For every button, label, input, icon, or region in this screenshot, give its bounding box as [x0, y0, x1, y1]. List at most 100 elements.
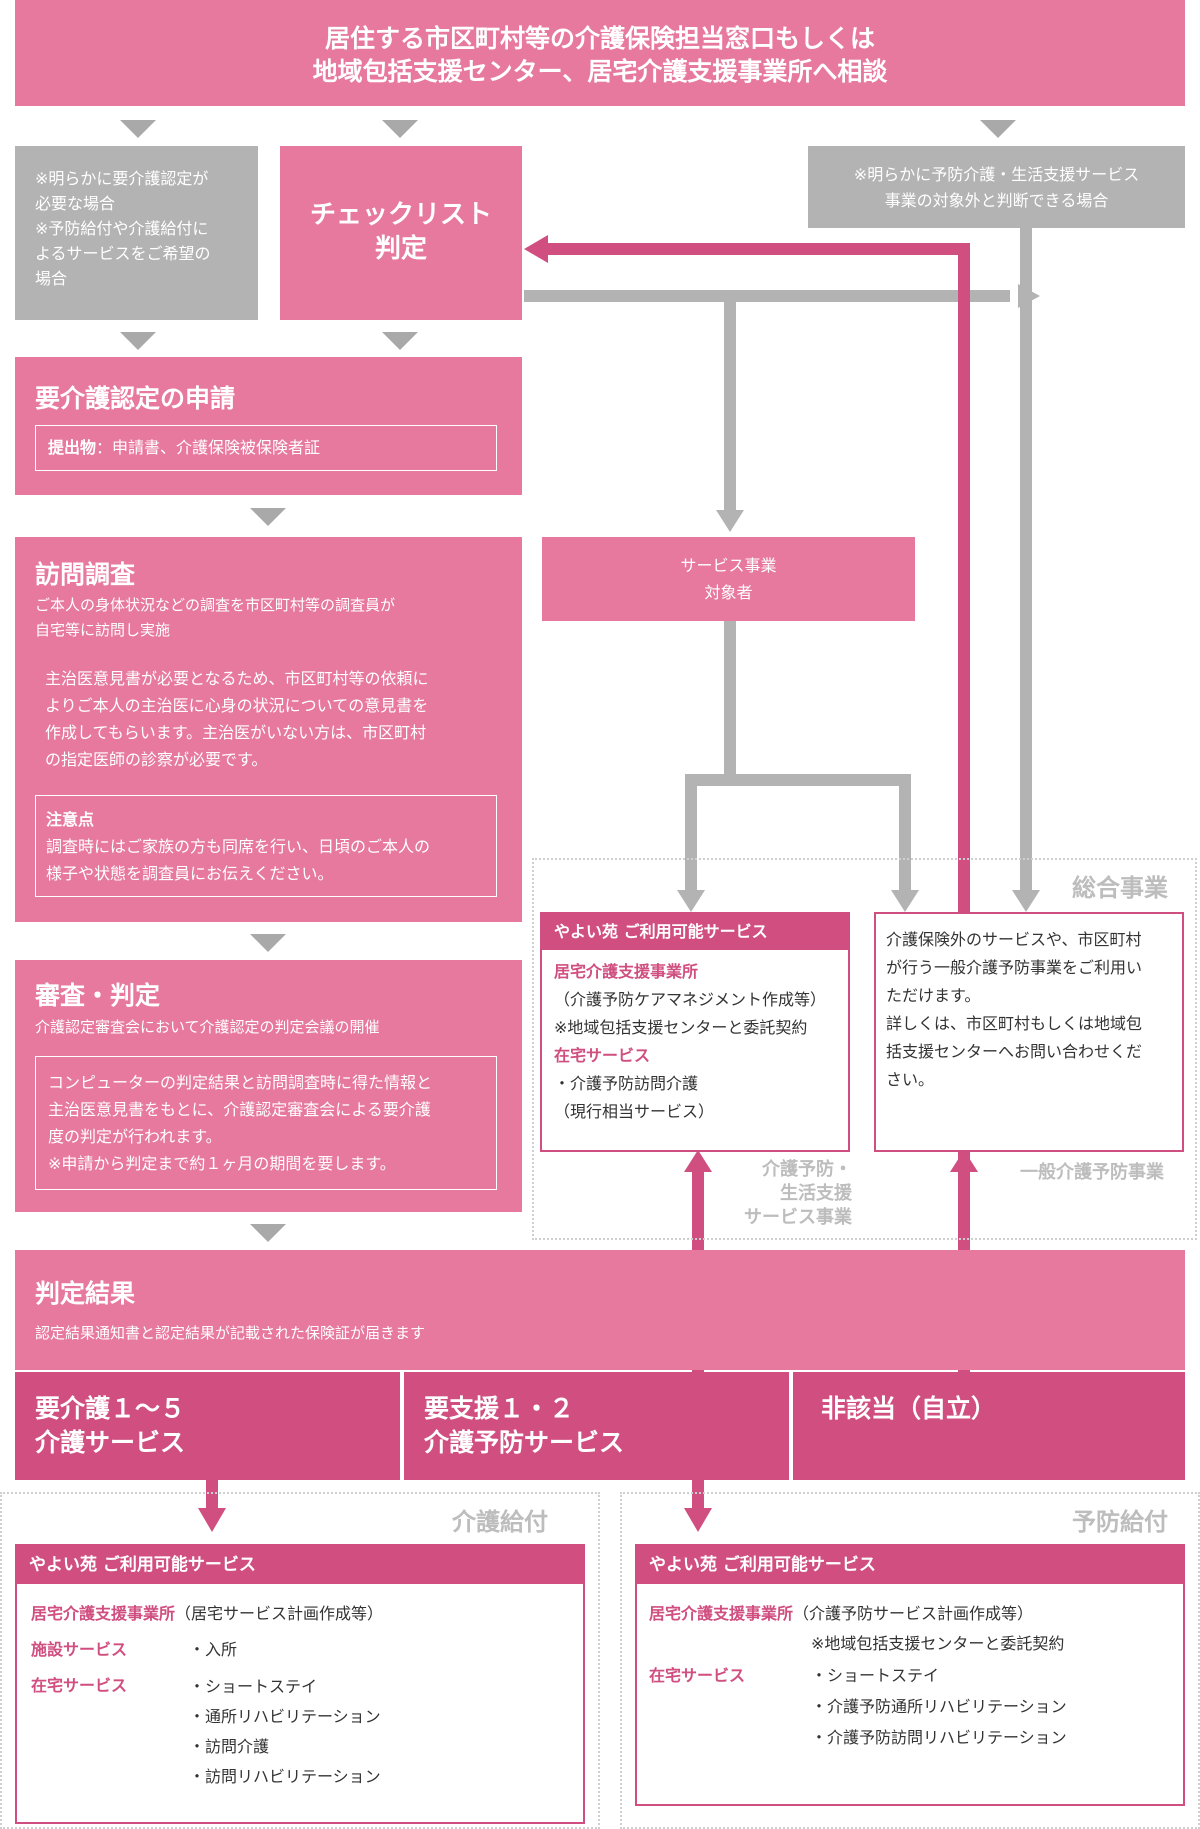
visit-para-line: 作成してもらいます。主治医がいない方は、市区町村	[45, 723, 427, 742]
triangle-down	[250, 934, 286, 952]
visit-desc: ご本人の身体状況などの調査を市区町村等の調査員が 自宅等に訪問し実施	[35, 593, 395, 643]
visit-title: 訪問調査	[35, 560, 136, 589]
review-para-line: 度の判定が行われます。	[48, 1127, 222, 1146]
visit-note-line: 調査時にはご家族の方も同席を行い、日頃のご本人の	[46, 837, 431, 856]
result-desc: 認定結果通知書と認定結果が記載された保険証が届きます	[35, 1324, 426, 1342]
kaigo-row3-item: ・通所リハビリテーション	[189, 1707, 381, 1726]
general-line: が行う一般介護予防事業をご利用い	[886, 958, 1143, 977]
category-support: 要支援１・２ 介護予防サービス	[404, 1372, 789, 1480]
general-line: ただけます。	[886, 986, 981, 1005]
arrowhead-mid-up	[684, 1150, 712, 1172]
label-general: 一般介護予防事業	[1020, 1162, 1164, 1183]
category-care-line1: 要介護１～５	[35, 1394, 186, 1423]
connector-target-right	[730, 774, 911, 890]
kaigo-label: 介護給付	[452, 1508, 548, 1536]
label-mid-line: 生活支援	[780, 1183, 852, 1204]
sogo-label: 総合事業	[1070, 868, 1170, 903]
visit-note-title: 注意点	[46, 810, 95, 829]
category-support-line2: 介護予防サービス	[424, 1428, 625, 1457]
result-title: 判定結果	[35, 1279, 136, 1308]
review-para-line: 主治医意見書をもとに、介護認定審査会による要介護	[48, 1100, 431, 1119]
kaigo-row3-item: ・ショートステイ	[189, 1677, 318, 1696]
visit-desc-line1: ご本人の身体状況などの調査を市区町村等の調査員が	[35, 596, 396, 614]
yayoi-mid-header: やよい苑 ご利用可能サービス	[542, 914, 848, 950]
arrowhead-checklist	[524, 235, 548, 263]
yobo-row2-item: ・介護予防通所リハビリテーション	[811, 1697, 1067, 1716]
application-title: 要介護認定の申請	[35, 384, 236, 413]
visit-para-line: の指定医師の診察が必要です。	[45, 750, 268, 769]
arrowhead-general-up	[950, 1150, 978, 1172]
sogo-area	[532, 858, 1197, 1240]
yobo-row1-text: （介護予防サービス計画作成等）	[793, 1604, 1034, 1623]
submit-label: 提出物	[48, 438, 97, 457]
kaigo-row3-item: ・訪問介護	[189, 1737, 270, 1756]
label-mid: 介護予防・ 生活支援 サービス事業	[720, 1158, 852, 1230]
yayoi-mid-line: （現行相当サービス）	[554, 1102, 715, 1121]
header-box: 居住する市区町村等の介護保険担当窓口もしくは 地域包括支援センター、居宅介護支援…	[15, 0, 1185, 106]
arrowhead-right	[1018, 284, 1040, 308]
yayoi-mid-list: 居宅介護支援事業所 （介護予防ケアマネジメント作成等） ※地域包括支援センターと…	[554, 958, 826, 1126]
review-para-line: コンピューターの判定結果と訪問調査時に得た情報と	[48, 1073, 433, 1092]
triangle-down	[382, 332, 418, 350]
left-note-line: 場合	[35, 269, 68, 288]
category-support-line1: 要支援１・２	[424, 1394, 575, 1423]
general-line: 括支援センターへお問い合わせくだ	[886, 1042, 1143, 1061]
kaigo-box: やよい苑 ご利用可能サービス 居宅介護支援事業所（居宅サービス計画作成等） 施設…	[15, 1544, 585, 1824]
checklist-box: チェックリスト 判定	[280, 146, 522, 320]
arrowhead-general-box	[1012, 890, 1040, 912]
kaigo-row1: 居宅介護支援事業所（居宅サービス計画作成等）	[31, 1600, 383, 1624]
header-line2: 地域包括支援センター、居宅介護支援事業所へ相談	[312, 57, 888, 86]
triangle-down	[382, 120, 418, 138]
visit-note-box: 注意点 調査時にはご家族の方も同席を行い、日頃のご本人の 様子や状態を調査員にお…	[35, 795, 497, 897]
yayoi-mid-line: 居宅介護支援事業所	[554, 962, 699, 981]
left-note-line: ※予防給付や介護給付に	[35, 219, 209, 238]
checklist-line2: 判定	[374, 234, 427, 264]
triangle-down	[980, 120, 1016, 138]
visit-para-line: 主治医意見書が必要となるため、市区町村等の依頼に	[45, 669, 429, 688]
kaigo-area	[0, 1492, 600, 1829]
service-target-box: サービス事業 対象者	[542, 537, 915, 621]
service-target-line2: 対象者	[704, 583, 753, 602]
application-box: 要介護認定の申請 提出物：申請書、介護保険被保険者証	[15, 357, 522, 495]
right-note-box: ※明らかに予防介護・生活支援サービス 事業の対象外と判断できる場合	[808, 146, 1185, 228]
result-box: 判定結果 認定結果通知書と認定結果が記載された保険証が届きます	[15, 1250, 1185, 1370]
arrowhead-mid-right	[891, 890, 919, 912]
arrowhead-mid-box	[677, 890, 705, 912]
kaigo-row3-item: ・訪問リハビリテーション	[189, 1767, 381, 1786]
kaigo-row2-item: ・入所	[189, 1640, 238, 1659]
review-para-line: ※申請から判定まで約１ヶ月の期間を要します。	[48, 1154, 396, 1173]
yobo-row2-items: ・ショートステイ ・介護予防通所リハビリテーション ・介護予防訪問リハビリテーシ…	[811, 1660, 1067, 1753]
general-line: 詳しくは、市区町村もしくは地域包	[886, 1014, 1143, 1033]
kaigo-row1-label: 居宅介護支援事業所	[31, 1604, 176, 1623]
yobo-row2-label: 在宅サービス	[649, 1666, 746, 1685]
submit-text: ：申請書、介護保険被保険者証	[96, 438, 321, 457]
arrowhead-service-target	[716, 510, 744, 532]
category-independent-line1: 非該当（自立）	[821, 1394, 997, 1423]
right-note-line1: ※明らかに予防介護・生活支援サービス	[853, 165, 1140, 184]
visit-para-line: よりご本人の主治医に心身の状況についての意見書を	[45, 696, 429, 715]
arrowhead-yobo	[684, 1508, 712, 1532]
triangle-down	[250, 1224, 286, 1242]
kaigo-row2-items: ・入所	[189, 1636, 237, 1660]
kaigo-row2-label: 施設サービス	[31, 1640, 128, 1659]
yobo-header: やよい苑 ご利用可能サービス	[637, 1546, 1183, 1584]
kaigo-header: やよい苑 ご利用可能サービス	[17, 1546, 583, 1584]
review-detail-box: コンピューターの判定結果と訪問調査時に得た情報と 主治医意見書をもとに、介護認定…	[35, 1056, 497, 1190]
yobo-box: やよい苑 ご利用可能サービス 居宅介護支援事業所（介護予防サービス計画作成等） …	[635, 1544, 1185, 1806]
header-line1: 居住する市区町村等の介護保険担当窓口もしくは	[324, 24, 875, 53]
general-line: 介護保険外のサービスや、市区町村	[886, 930, 1142, 949]
yayoi-mid-box: やよい苑 ご利用可能サービス 居宅介護支援事業所 （介護予防ケアマネジメント作成…	[540, 912, 850, 1152]
left-note-line: よるサービスをご希望の	[35, 244, 211, 263]
visit-para: 主治医意見書が必要となるため、市区町村等の依頼に よりご本人の主治医に心身の状況…	[45, 665, 429, 773]
yayoi-mid-line: （介護予防ケアマネジメント作成等）	[554, 990, 827, 1009]
yobo-row2-item: ・ショートステイ	[811, 1666, 940, 1685]
checklist-line1: チェックリスト	[309, 200, 492, 230]
triangle-down	[120, 120, 156, 138]
yobo-row1: 居宅介護支援事業所（介護予防サービス計画作成等）	[649, 1600, 1033, 1624]
left-note-line: ※明らかに要介護認定が	[35, 169, 209, 188]
triangle-down	[250, 508, 286, 526]
yayoi-mid-line: ※地域包括支援センターと委託契約	[554, 1018, 808, 1037]
left-note-box: ※明らかに要介護認定が 必要な場合 ※予防給付や介護給付に よるサービスをご希望…	[15, 146, 258, 320]
category-care-line2: 介護サービス	[35, 1428, 186, 1457]
yobo-label: 予防給付	[1072, 1508, 1168, 1536]
